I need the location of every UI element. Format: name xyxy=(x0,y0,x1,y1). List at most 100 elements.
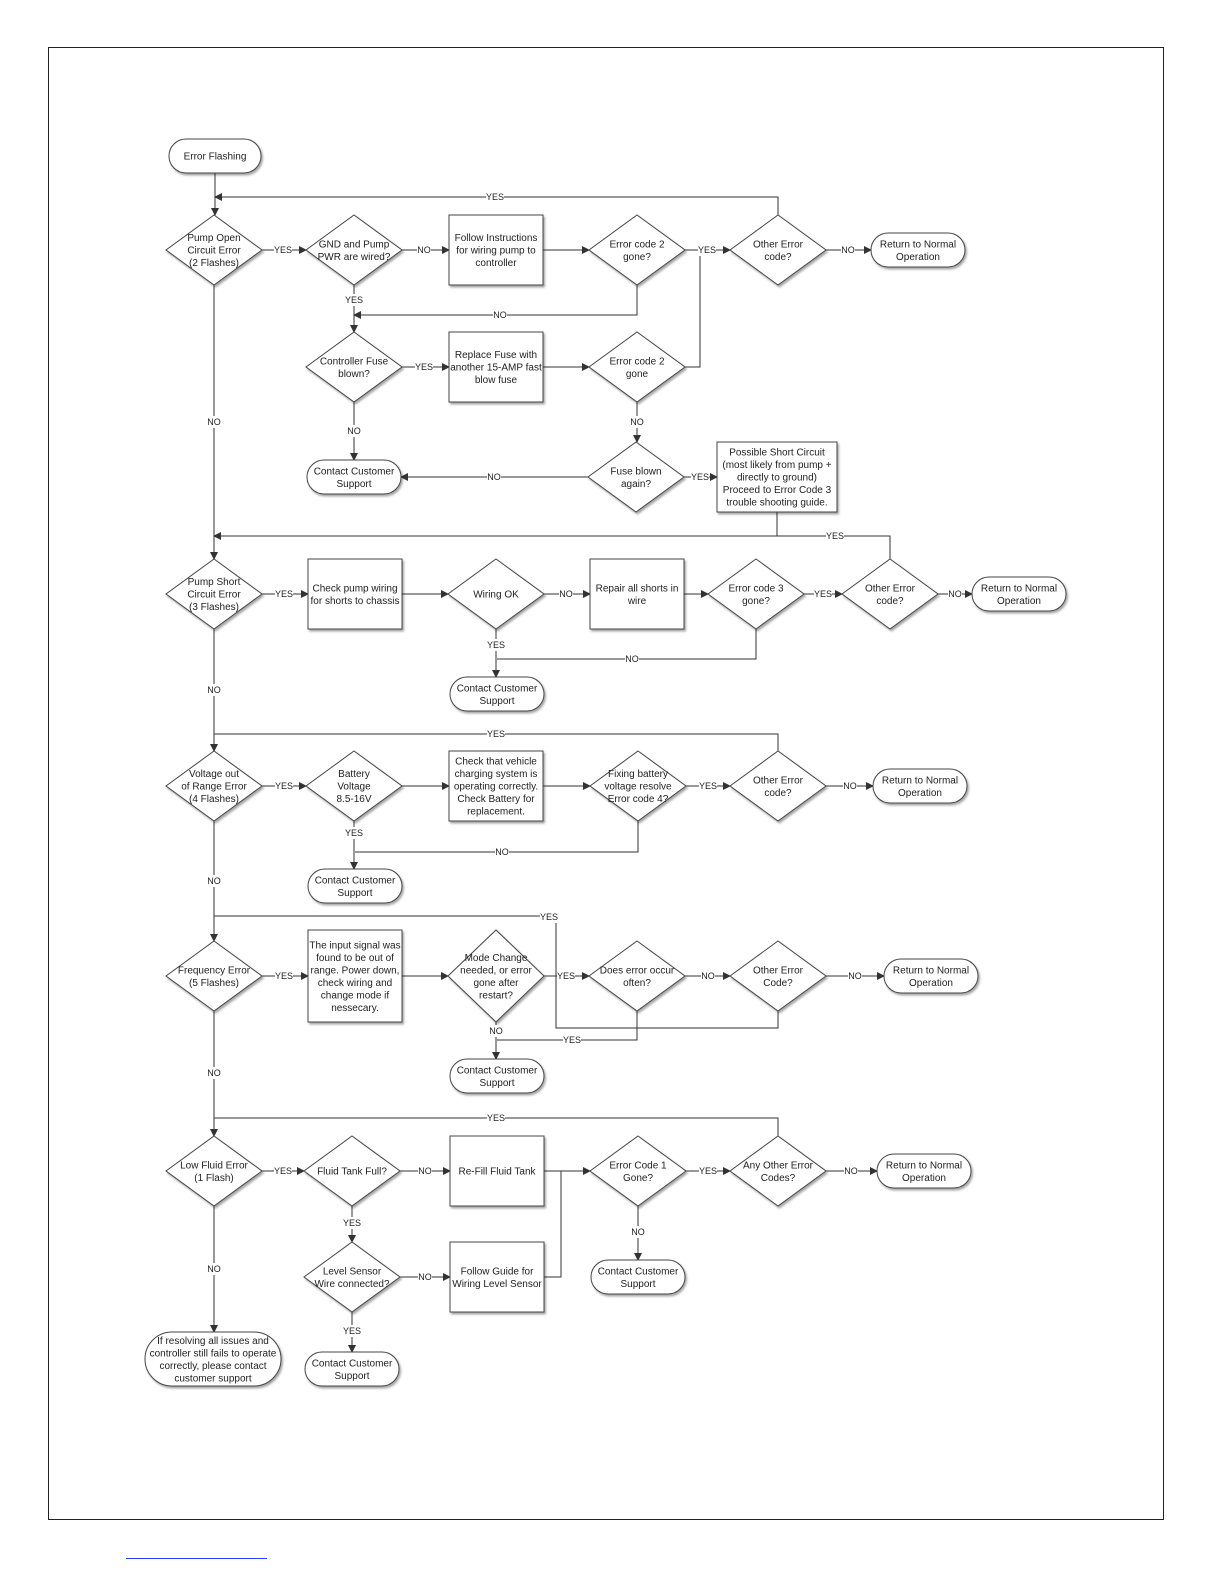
node-shape xyxy=(304,1351,400,1387)
edge-label-yes: YES xyxy=(814,589,832,599)
edge-label-bg xyxy=(207,416,221,428)
edge-label-bg xyxy=(691,471,709,483)
edge-label-bg xyxy=(948,588,962,600)
node-shape xyxy=(303,1135,401,1207)
edge-label-bg xyxy=(489,1025,503,1037)
edge-label-bg xyxy=(207,684,221,696)
edge-label-no: NO xyxy=(207,876,221,886)
node-label: Possible Short Circuit(most likely from … xyxy=(722,448,831,509)
edge-16 xyxy=(213,512,778,540)
edge-label-yes: YES xyxy=(691,472,709,482)
node-shape xyxy=(303,1241,401,1313)
edge-label-bg xyxy=(493,309,507,321)
edge-label-bg xyxy=(347,425,361,437)
edge-label-bg xyxy=(275,780,293,792)
node-shape xyxy=(144,1331,282,1387)
edge-label-no: NO xyxy=(841,245,855,255)
footer-rule xyxy=(126,1558,267,1559)
edge-label-no: NO xyxy=(418,1272,432,1282)
edge-33 xyxy=(214,733,779,751)
edge-label-bg xyxy=(275,970,293,982)
node-label: Frequency Error(5 Flashes) xyxy=(178,965,251,989)
edge-label-yes: YES xyxy=(698,245,716,255)
edge-label-bg xyxy=(699,1165,717,1177)
edge-label-bg xyxy=(495,846,509,858)
edge-7 xyxy=(353,285,638,319)
node-shape xyxy=(870,232,966,268)
edge-label-no: NO xyxy=(487,472,501,482)
edge-label-bg xyxy=(274,1165,292,1177)
edge-label-bg xyxy=(630,416,644,428)
edge-label-bg xyxy=(207,1263,221,1275)
edge-label-bg xyxy=(844,1165,858,1177)
edge-label-no: NO xyxy=(848,971,862,981)
node-shape xyxy=(168,138,262,174)
edge-label-bg xyxy=(557,970,575,982)
edge-label-yes: YES xyxy=(557,971,575,981)
node-shape xyxy=(165,750,263,822)
node-shape xyxy=(716,441,838,513)
node-label: Wiring OK xyxy=(473,590,519,601)
node-shape xyxy=(447,929,545,1023)
edge-label-bg xyxy=(343,1217,361,1229)
node-label: Error Flashing xyxy=(184,152,247,163)
node-shape xyxy=(872,768,968,804)
node-label: Low Fluid Error(1 Flash) xyxy=(180,1160,248,1184)
node-shape xyxy=(729,214,827,286)
edge-label-no: NO xyxy=(630,417,644,427)
edge-label-bg xyxy=(487,639,505,651)
node-label: Fluid Tank Full? xyxy=(317,1167,387,1178)
edge-label-no: NO xyxy=(207,685,221,695)
edge-label-no: NO xyxy=(418,1166,432,1176)
node-d-wiring-ok: Wiring OK xyxy=(447,558,545,630)
edge-label-yes: YES xyxy=(275,781,293,791)
edge-label-bg xyxy=(843,780,857,792)
edge-label-yes: YES xyxy=(487,640,505,650)
edge-label-no: NO xyxy=(493,310,507,320)
edge-label-yes: YES xyxy=(274,245,292,255)
edge-label-no: NO xyxy=(495,847,509,857)
node-shape xyxy=(449,676,545,712)
edge-label-bg xyxy=(699,780,717,792)
node-shape xyxy=(971,576,1067,612)
node-shape xyxy=(305,214,403,286)
edge-label-bg xyxy=(487,1112,505,1124)
node-shape xyxy=(729,1135,827,1207)
